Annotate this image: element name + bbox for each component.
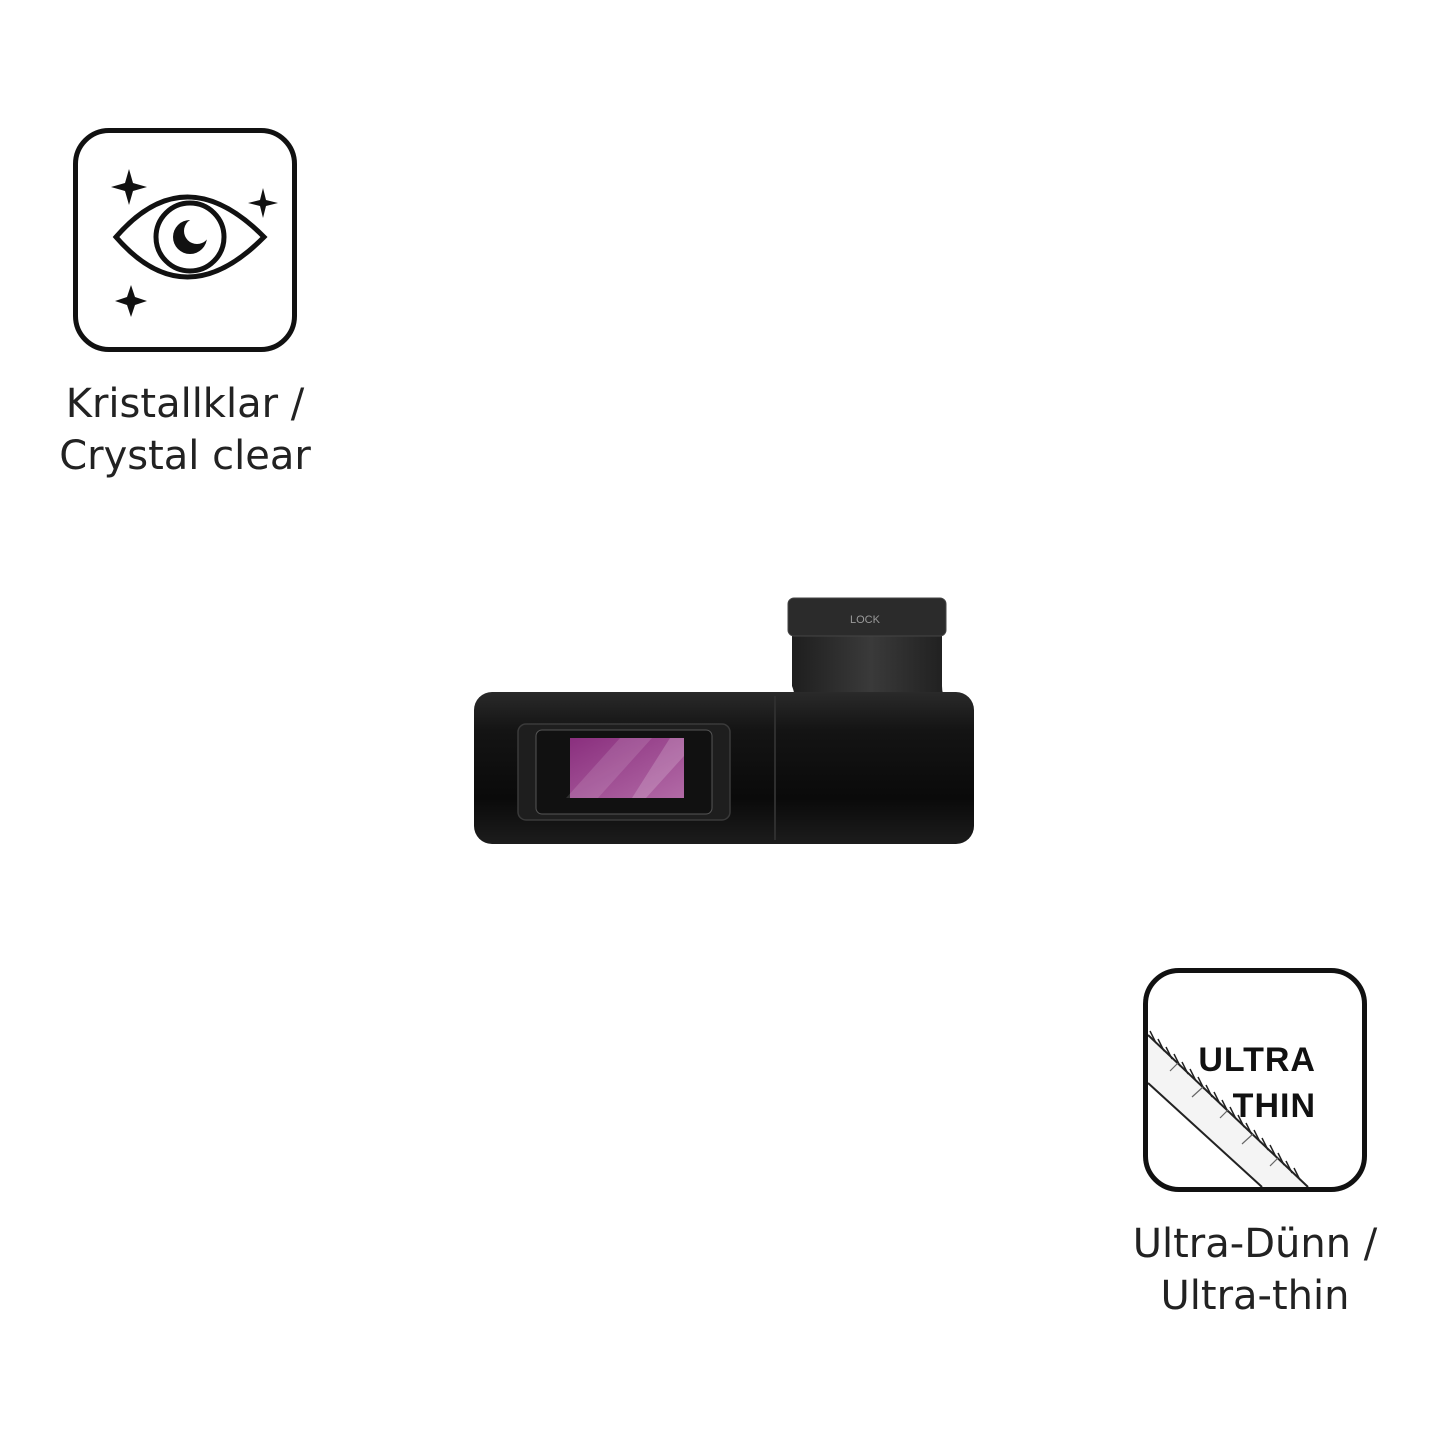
caption-line-2: Ultra-thin [1160, 1273, 1350, 1319]
caption-line-2: Crystal clear [59, 433, 311, 479]
lock-label: LOCK [850, 614, 881, 626]
feature-ultra-thin: ULTRA THIN Ultra-Dünn / Ultra-thin [1090, 968, 1420, 1322]
crystal-clear-caption: Kristallklar / Crystal clear [20, 378, 350, 482]
sparkling-eye-icon [73, 128, 297, 352]
caption-line-1: Ultra-Dünn / [1132, 1221, 1378, 1267]
ultra-label: ULTRA [1198, 1041, 1316, 1079]
ruler-svg [1148, 1030, 1309, 1187]
feature-crystal-clear: Kristallklar / Crystal clear [20, 128, 350, 482]
dashcam-image: LOCK [470, 596, 980, 856]
ruler-ultra-thin-icon: ULTRA THIN [1143, 968, 1367, 1192]
caption-line-1: Kristallklar / [65, 381, 305, 427]
ultra-thin-caption: Ultra-Dünn / Ultra-thin [1090, 1218, 1420, 1322]
eye-svg [111, 169, 278, 317]
dashcam-svg: LOCK [474, 597, 974, 844]
thin-label: THIN [1232, 1087, 1316, 1125]
